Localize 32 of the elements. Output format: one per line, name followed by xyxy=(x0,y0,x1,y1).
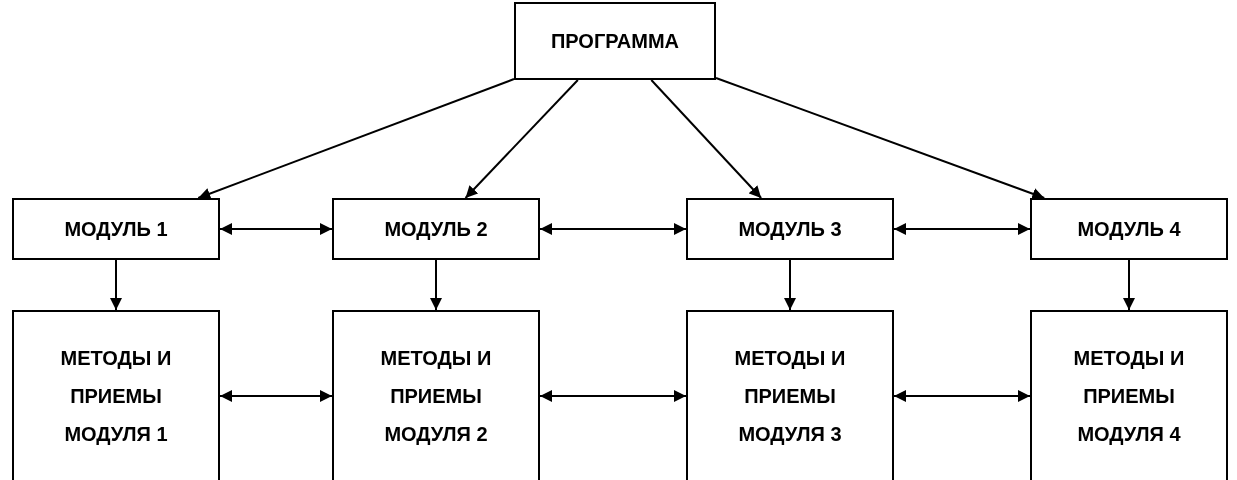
arrow xyxy=(1123,259,1135,311)
arrow xyxy=(110,259,122,311)
process-box xyxy=(12,198,220,260)
arrow xyxy=(784,259,796,311)
arrow xyxy=(893,390,1031,402)
process-box xyxy=(332,198,540,260)
arrow xyxy=(219,223,333,235)
process-box xyxy=(332,310,540,480)
arrow xyxy=(650,79,763,199)
box-label: МЕТОДЫ И ПРИЕМЫ МОДУЛЯ 2 xyxy=(379,346,493,447)
arrow xyxy=(219,390,333,402)
box-label: ПРОГРАММА xyxy=(550,29,680,54)
arrow xyxy=(430,259,442,311)
box-label: МОДУЛЬ 4 xyxy=(1077,217,1181,242)
box-label: МЕТОДЫ И ПРИЕМЫ МОДУЛЯ 4 xyxy=(1072,346,1186,447)
process-box xyxy=(686,310,894,480)
arrow xyxy=(539,390,687,402)
arrow xyxy=(539,223,687,235)
process-box xyxy=(686,198,894,260)
process-box xyxy=(1030,198,1228,260)
box-label: МЕТОДЫ И ПРИЕМЫ МОДУЛЯ 3 xyxy=(733,346,847,447)
box-label: МОДУЛЬ 2 xyxy=(384,217,488,242)
arrow xyxy=(197,78,515,200)
box-label: МЕТОДЫ И ПРИЕМЫ МОДУЛЯ 1 xyxy=(59,346,173,447)
box-label: МОДУЛЬ 1 xyxy=(64,217,168,242)
arrow xyxy=(715,76,1046,200)
process-box xyxy=(1030,310,1228,480)
arrow xyxy=(464,79,579,199)
box-label: МОДУЛЬ 3 xyxy=(738,217,842,242)
process-box xyxy=(514,2,716,80)
process-box xyxy=(12,310,220,480)
arrow xyxy=(893,223,1031,235)
